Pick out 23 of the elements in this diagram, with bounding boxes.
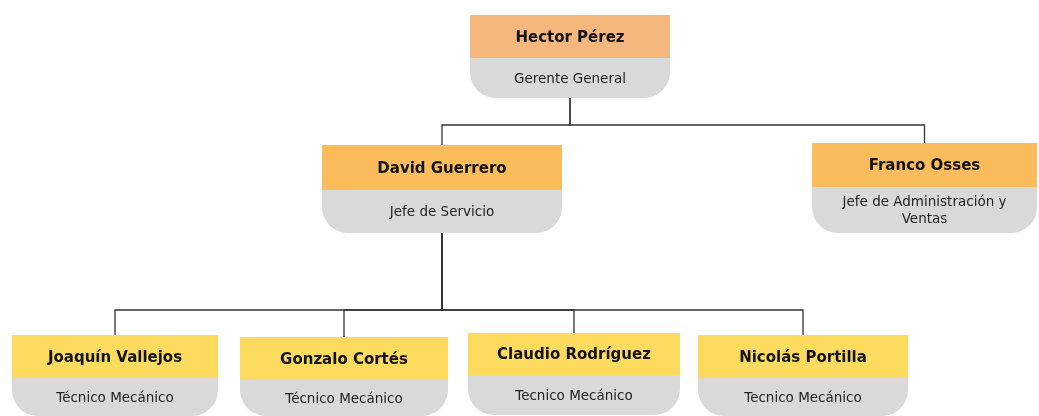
org-card (240, 337, 448, 416)
name-header: Franco Osses (812, 143, 1037, 187)
org-card (322, 145, 562, 233)
name-header: Hector Pérez (470, 15, 670, 58)
job-title: Gerente General (513, 69, 627, 87)
job-title: Técnico Mecánico (55, 388, 175, 406)
name-header: Gonzalo Cortés (240, 337, 448, 380)
org-card (698, 335, 908, 416)
connector-line (569, 97, 926, 144)
name-header: Claudio Rodríguez (468, 333, 680, 375)
name-header: Nicolás Portilla (698, 335, 908, 378)
job-title: Tecnico Mecánico (514, 386, 634, 404)
connector-line (441, 232, 804, 336)
name-header: Joaquín Vallejos (12, 335, 218, 378)
job-title: Jefe de Servicio (388, 203, 496, 220)
org-card (812, 143, 1037, 233)
org-card (12, 335, 218, 416)
job-title: Tecnico Mecánico (743, 388, 863, 406)
job-title: Técnico Mecánico (284, 389, 404, 407)
name-header: David Guerrero (322, 145, 562, 190)
org-card (470, 15, 670, 98)
job-title: Jefe de Administración y Ventas (840, 193, 1008, 227)
org-card (468, 333, 680, 415)
